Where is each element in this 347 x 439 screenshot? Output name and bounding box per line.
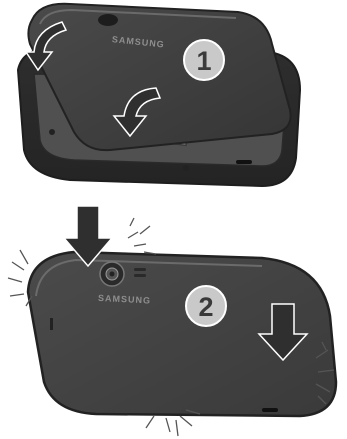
step-number: 2 <box>198 292 213 322</box>
click-burst-icon <box>128 218 156 254</box>
step-2-illustration: SAMSUNG 2 <box>8 206 336 436</box>
step-2-badge: 2 <box>186 286 226 326</box>
screw <box>183 165 189 171</box>
camera-opening <box>98 14 118 26</box>
step-1-illustration: SAMSUNG 1 <box>18 4 300 186</box>
usb-port <box>262 408 278 412</box>
screw <box>49 129 55 135</box>
usb-port <box>236 160 252 164</box>
step-number: 1 <box>196 46 211 76</box>
side-notch <box>50 318 53 330</box>
step-1-badge: 1 <box>184 40 224 80</box>
